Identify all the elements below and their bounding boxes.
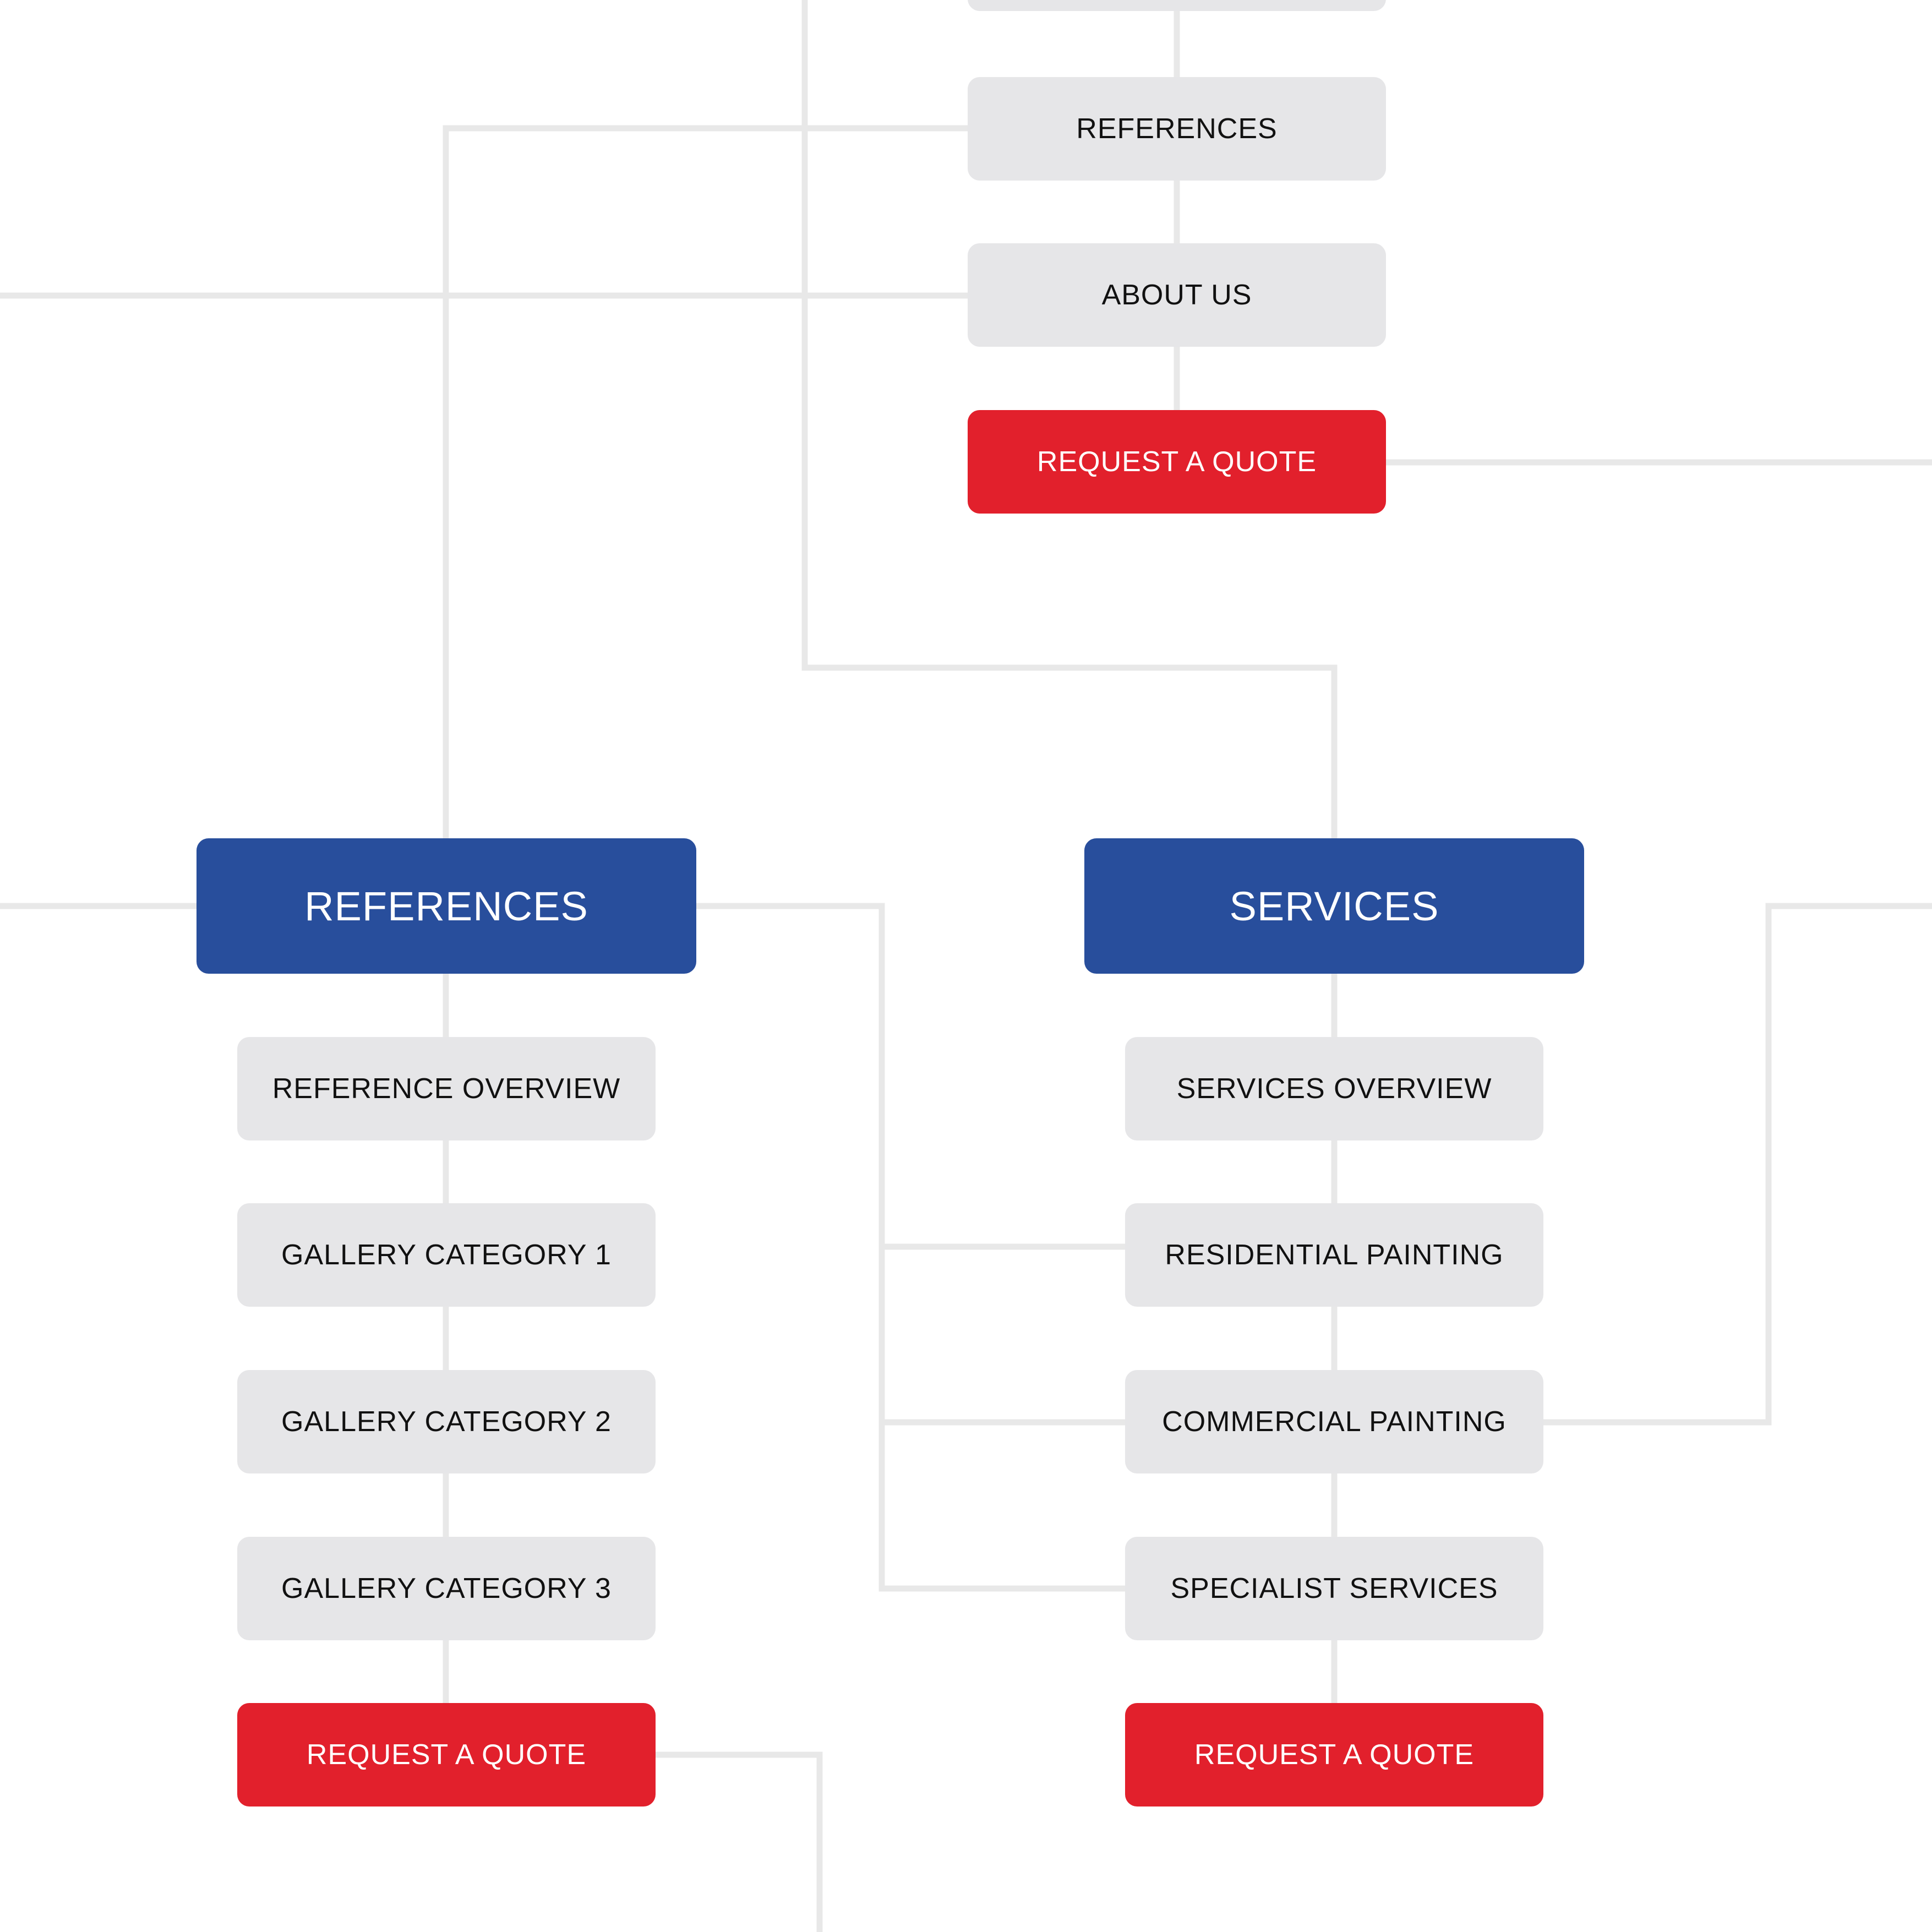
top-node-partial[interactable] [968,0,1386,11]
services-request-quote-button[interactable]: REQUEST A QUOTE [1125,1703,1543,1807]
connector-line-12 [652,1751,823,1932]
specialist-services-item[interactable]: SPECIALIST SERVICES [1125,1537,1543,1640]
connector-line-1 [443,125,971,842]
references-section-header[interactable]: REFERENCES [197,838,696,974]
menu-request-quote-button[interactable]: REQUEST A QUOTE [968,410,1386,514]
gallery-category-2-item[interactable]: GALLERY CATEGORY 2 [237,1370,656,1473]
menu-item-about-us[interactable]: ABOUT US [968,243,1386,347]
gallery-category-3-item[interactable]: GALLERY CATEGORY 3 [237,1537,656,1640]
reference-overview-item[interactable]: REFERENCE OVERVIEW [237,1037,656,1140]
services-section-header[interactable]: SERVICES [1084,838,1584,974]
menu-item-references[interactable]: REFERENCES [968,77,1386,181]
commercial-painting-item[interactable]: COMMERCIAL PAINTING [1125,1370,1543,1473]
gallery-category-1-item[interactable]: GALLERY CATEGORY 1 [237,1203,656,1307]
connector-line-11 [1540,903,1932,1426]
residential-painting-item[interactable]: RESIDENTIAL PAINTING [1125,1203,1543,1307]
services-overview-item[interactable]: SERVICES OVERVIEW [1125,1037,1543,1140]
connector-line-3 [801,0,1338,842]
references-request-quote-button[interactable]: REQUEST A QUOTE [237,1703,656,1807]
